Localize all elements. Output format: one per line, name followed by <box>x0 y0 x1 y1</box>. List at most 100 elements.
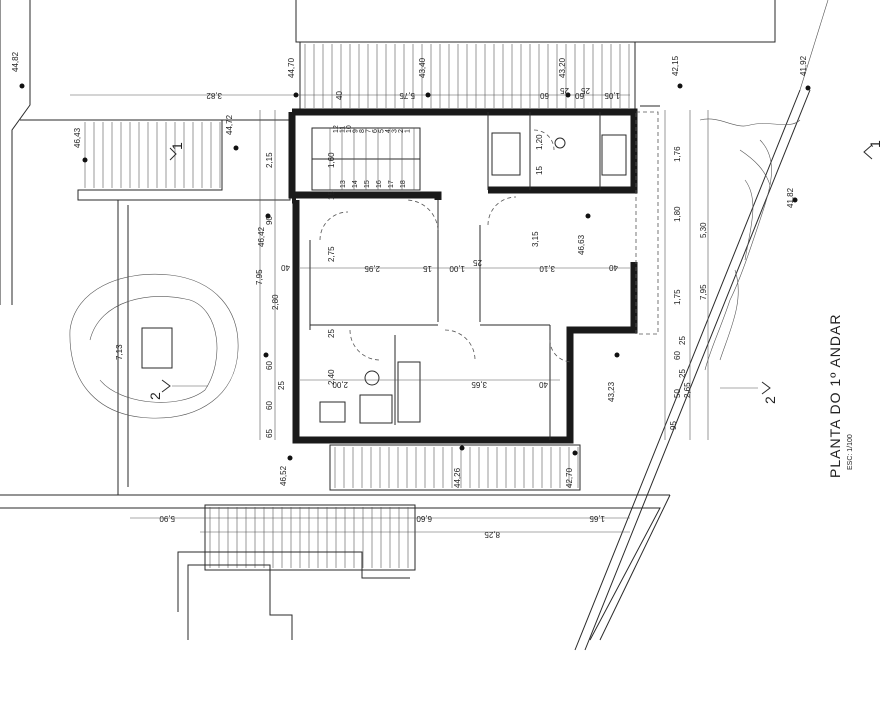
stair-number: 10 <box>346 125 353 133</box>
section-marker-1-top: 1 <box>863 139 883 160</box>
dim-1-05: 1,05 <box>604 91 620 100</box>
elevation-13: 46,52 <box>279 465 288 486</box>
stair-number: 8 <box>359 129 366 133</box>
dim-3-15: 3,15 <box>531 231 540 247</box>
stair-number: 17 <box>388 180 395 188</box>
dim-5-90: 5,90 <box>159 514 175 523</box>
dim-6-60: 6,60 <box>416 514 432 523</box>
elevation-11: 41,82 <box>786 187 795 208</box>
stair-number: 15 <box>364 180 371 188</box>
stair-number: 16 <box>376 180 383 188</box>
dim-3-10: 3,10 <box>539 264 555 273</box>
section-marker-2-left: 2 <box>147 379 208 400</box>
dim-5-75: 5,75 <box>399 91 415 100</box>
internal-stairs <box>311 127 421 191</box>
stair-number: 2 <box>398 129 405 133</box>
stair-number: 11 <box>340 126 347 133</box>
dim-7-95-a: 7,95 <box>255 269 264 285</box>
left-stairs <box>84 122 221 188</box>
left-building-outline <box>11 0 31 305</box>
stair-number: 18 <box>400 180 407 188</box>
tree-canopy-inner <box>89 296 218 403</box>
dim-25-g: 25 <box>678 369 687 378</box>
elevation-5: 42,15 <box>671 55 680 76</box>
dim-7-95-b: 7,95 <box>699 284 708 300</box>
stair-number: 14 <box>352 180 359 188</box>
dim-3-82: 3,82 <box>206 91 222 100</box>
dim-25-b: 25 <box>581 86 590 95</box>
dim-60-d: 60 <box>265 401 274 410</box>
tree-canopy <box>69 273 239 419</box>
dim-2-75: 2,75 <box>327 246 336 262</box>
dim-8-25: 8,25 <box>484 530 500 539</box>
svg-text:1: 1 <box>169 141 185 150</box>
section-marker-2-right: 2 <box>720 381 778 404</box>
bottom-stairs <box>204 504 416 571</box>
dim-5-30: 5,30 <box>699 222 708 238</box>
drawing-scale: ESC: 1/100 <box>847 434 854 470</box>
dim-25-a: 25 <box>560 86 569 95</box>
dim-2-40: 2,40 <box>327 369 336 385</box>
lower-stairs <box>329 444 581 491</box>
dim-2-15: 2,15 <box>265 152 274 168</box>
lower-wall-diagonal <box>599 494 671 641</box>
kitchen-sink <box>359 394 393 424</box>
elevation-14: 44,26 <box>453 467 462 488</box>
left-stair-frame <box>20 119 291 201</box>
door-swings <box>319 129 573 363</box>
elevation-7: 46,43 <box>73 127 82 148</box>
elevation-6: 41,92 <box>799 55 808 76</box>
round-fixture <box>364 370 380 386</box>
stair-number: 4 <box>385 129 392 133</box>
bottom-structure-inner <box>187 564 293 640</box>
svg-text:2: 2 <box>147 391 163 400</box>
dim-40-b: 40 <box>281 263 290 272</box>
dim-40-d: 40 <box>539 380 548 389</box>
stair-number: 9 <box>353 129 360 133</box>
dim-25-f: 25 <box>678 336 687 345</box>
dim-60-a: 60 <box>540 91 549 100</box>
toilet <box>554 137 566 149</box>
dim-1-75: 1,75 <box>673 289 682 305</box>
dim-25-e: 25 <box>277 381 286 390</box>
dim-40-c: 40 <box>609 263 618 272</box>
dim-40-a: 40 <box>335 91 344 100</box>
lower-wall-bottom <box>0 507 661 641</box>
vegetation-hedge-2 <box>719 149 771 361</box>
elevation-1: 44,82 <box>11 51 20 72</box>
upper-diagonal-line <box>799 0 829 91</box>
terrain-diagonal-inner <box>574 89 801 651</box>
balcony-dashed <box>635 111 659 335</box>
stair-number: 12 <box>333 125 340 133</box>
dim-2-95: 2,95 <box>364 264 380 273</box>
dim-1-76: 1,76 <box>673 146 682 162</box>
dim-1-20: 1,20 <box>535 134 544 150</box>
tree-planter <box>141 327 173 369</box>
dim-60-c: 60 <box>265 361 274 370</box>
dim-2-80: 2,80 <box>271 294 280 310</box>
svg-text:2: 2 <box>762 395 778 404</box>
dim-1-65: 1,65 <box>589 514 605 523</box>
elevation-8: 44,72 <box>225 114 234 135</box>
elevation-markers <box>19 83 811 461</box>
upper-building-outline <box>295 0 776 43</box>
stair-number: 1 <box>405 129 412 133</box>
main-building <box>288 108 638 444</box>
dim-60-e: 60 <box>673 351 682 360</box>
elevation-12: 43,23 <box>607 381 616 402</box>
bottom-structure-outline <box>177 551 410 612</box>
elevation-3: 43,40 <box>418 57 427 78</box>
dim-1-00: 1,00 <box>449 264 465 273</box>
stair-number: 3 <box>392 129 399 133</box>
stove <box>319 401 346 423</box>
dim-15-a: 15 <box>327 191 336 200</box>
dim-50: 50 <box>673 389 682 398</box>
svg-text:1: 1 <box>867 139 883 148</box>
elevation-4: 43,20 <box>558 57 567 78</box>
terrain-diagonal <box>584 89 811 651</box>
dim-25-c: 25 <box>473 258 482 267</box>
dim-90: 90 <box>265 216 274 225</box>
stair-number: 5 <box>379 129 386 133</box>
dim-2-65: 2,65 <box>683 382 692 398</box>
